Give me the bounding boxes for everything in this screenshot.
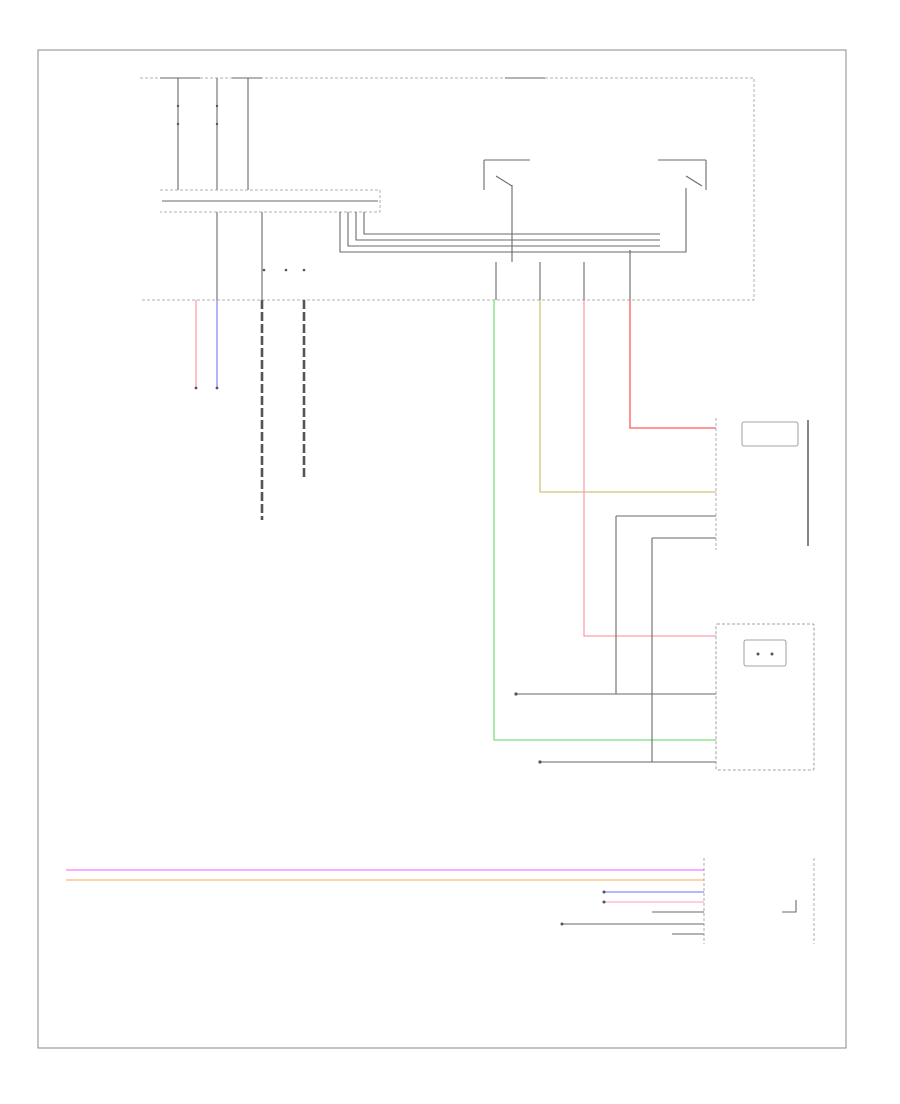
right-wires (493, 300, 716, 764)
control-module (160, 189, 381, 213)
page-frame (37, 49, 847, 1049)
right-leveling-unit (715, 418, 809, 550)
fuse-block (140, 77, 755, 301)
module-harness (339, 185, 687, 262)
headlamp-switch-left (483, 159, 530, 190)
left-wires (194, 300, 306, 520)
combination-switch (66, 858, 815, 944)
left-leveling-unit (715, 623, 815, 771)
headlamp-switch-right (658, 159, 707, 190)
